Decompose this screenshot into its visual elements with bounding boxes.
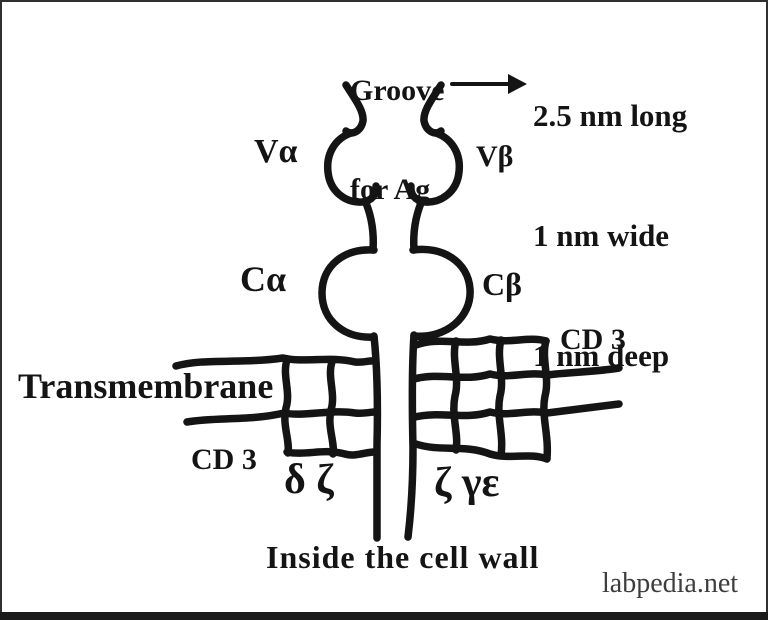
right-grid-vertical-2 xyxy=(495,336,506,459)
membrane-line-left-top xyxy=(172,354,379,370)
membrane-line-left-bottom xyxy=(183,408,379,426)
c-alpha-domain-label: Cα xyxy=(240,259,287,299)
watermark-text: labpedia.net xyxy=(602,568,739,599)
beta-c-domain-bulb xyxy=(409,245,474,340)
transmembrane-label: Transmembrane xyxy=(18,366,274,406)
alpha-chain-stalk-upper xyxy=(362,199,377,254)
beta-chain-outline xyxy=(404,81,474,541)
dimension-width: 1 nm wide xyxy=(533,218,670,253)
cd3-chains-delta-zeta-label: δ ζ xyxy=(284,457,334,503)
cd3-complex-left-grid xyxy=(172,354,379,459)
right-grid-vertical-3 xyxy=(540,337,552,462)
cd3-label-right: CD 3 xyxy=(560,323,626,356)
left-grid-vertical-1 xyxy=(281,356,293,457)
right-grid-top-edge xyxy=(412,335,550,349)
alpha-chain-transmembrane-tail xyxy=(370,332,382,542)
cd3-label-left: CD 3 xyxy=(191,443,257,476)
dimension-depth: 1 nm deep xyxy=(533,338,670,373)
alpha-v-domain-bulb xyxy=(323,129,380,206)
left-grid-vertical-2 xyxy=(326,358,338,458)
beta-chain-transmembrane-tail xyxy=(404,331,418,541)
groove-dimensions: 2.5 nm long 1 nm wide 1 nm deep xyxy=(533,16,687,456)
groove-label-line2: for Ag xyxy=(350,173,431,206)
cd3-chains-zeta-gamma-epsilon-label: ζ γε xyxy=(434,460,500,506)
beta-v-domain-bulb xyxy=(407,129,464,206)
v-beta-domain-label: Vβ xyxy=(476,140,514,173)
left-grid-bottom-edge xyxy=(283,447,378,459)
inside-cell-wall-label: Inside the cell wall xyxy=(266,539,540,575)
alpha-c-domain-bulb xyxy=(318,246,378,341)
groove-label-line1: Groove xyxy=(350,74,445,107)
pointer-arrow xyxy=(450,74,527,94)
membrane-line-right-top xyxy=(410,364,623,383)
arrow-head xyxy=(508,74,527,94)
right-grid-vertical-1 xyxy=(450,337,461,454)
c-beta-domain-label: Cβ xyxy=(482,266,522,302)
v-alpha-domain-label: Vα xyxy=(254,133,298,170)
cd3-complex-right-grid xyxy=(410,335,623,463)
alpha-chain-outline xyxy=(318,81,382,542)
bottom-border-bar xyxy=(0,612,768,620)
dimension-length: 2.5 nm long xyxy=(533,98,688,133)
groove-label: Groove for Ag xyxy=(350,8,444,272)
right-grid-bottom-edge xyxy=(412,440,551,463)
